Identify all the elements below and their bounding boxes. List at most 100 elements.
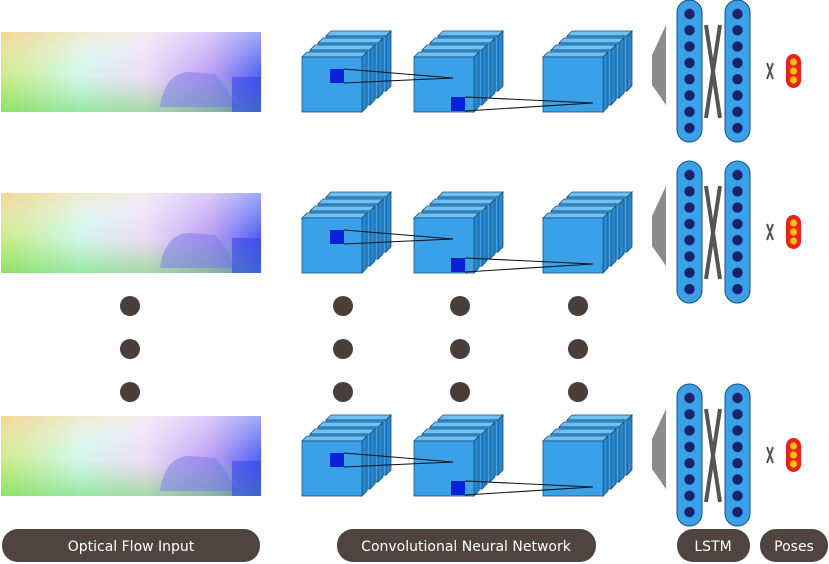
receptive-fields-row-3	[330, 452, 594, 496]
cube-top	[309, 44, 376, 51]
pose-node	[789, 219, 798, 227]
lstm-node	[684, 106, 695, 118]
projection-line	[464, 486, 594, 496]
cube-side	[602, 51, 609, 113]
lstm-node	[684, 122, 695, 134]
lstm-node	[732, 283, 743, 295]
pose-node	[789, 67, 798, 75]
lstm-node	[684, 8, 695, 20]
cube-side	[369, 428, 376, 490]
lstm-node	[684, 267, 695, 278]
flow-right-block	[232, 238, 261, 273]
lstm-node	[684, 41, 695, 52]
pose-node	[789, 451, 798, 459]
lstm-node	[732, 8, 743, 20]
lstm-node	[684, 251, 695, 262]
cube-top	[429, 198, 496, 205]
projection-line	[464, 263, 594, 273]
lstm-node	[684, 74, 695, 85]
cube-top	[550, 205, 617, 212]
cube-side	[497, 30, 504, 92]
cube-side	[385, 191, 392, 253]
flatten-funnel	[652, 409, 666, 489]
lstm-node	[732, 25, 743, 36]
cube-top	[317, 421, 384, 428]
lstm-node	[684, 490, 695, 501]
lstm-node	[684, 425, 695, 436]
cube-side	[618, 421, 625, 483]
cube-top	[421, 428, 488, 435]
ellipsis-dot	[120, 339, 140, 359]
label-poses: Poses	[760, 529, 828, 562]
projection-line	[343, 461, 454, 468]
cube-face	[301, 217, 363, 274]
cube-top	[317, 198, 384, 205]
cube-top	[309, 428, 376, 435]
ellipsis-dot	[450, 296, 470, 316]
cube-side	[618, 37, 625, 99]
pose-node	[789, 237, 798, 245]
ellipsis-dot	[120, 296, 140, 316]
projection-line	[464, 96, 594, 104]
lstm-node	[684, 202, 695, 213]
lstm-layer-1	[676, 0, 703, 143]
label-poses-text: Poses	[774, 539, 814, 555]
cube-side	[473, 51, 480, 113]
lstm-node	[684, 506, 695, 518]
cube-top	[437, 414, 504, 421]
cube-side	[385, 30, 392, 92]
cube-side	[489, 37, 496, 99]
cube-side	[481, 205, 488, 267]
patch-1	[330, 69, 344, 83]
label-cnn-text: Convolutional Neural Network	[361, 539, 572, 555]
cube-top	[542, 212, 609, 219]
pose-node	[789, 442, 798, 450]
label-cnn: Convolutional Neural Network	[337, 529, 596, 562]
cube-top	[566, 30, 633, 37]
cube-side	[473, 212, 480, 274]
pose-node	[789, 58, 798, 66]
optical-flow-image-2	[1, 193, 261, 273]
flow-right-block	[232, 461, 261, 496]
lstm-layer-1	[676, 160, 703, 304]
ellipsis-dot	[450, 339, 470, 359]
flatten-funnel	[652, 186, 666, 266]
cnn-stack-3-row-1	[542, 30, 633, 113]
cube-top	[437, 30, 504, 37]
projection-line	[343, 452, 454, 463]
projection-line	[343, 229, 454, 240]
cube-top	[542, 435, 609, 442]
cube-side	[489, 198, 496, 260]
lstm-node	[732, 202, 743, 213]
lstm-cell-2	[652, 160, 751, 304]
lstm-node	[732, 251, 743, 262]
cube-face	[301, 56, 363, 113]
lstm-layer-2	[724, 0, 751, 143]
cube-top	[421, 205, 488, 212]
pose-connection	[766, 62, 774, 80]
cube-side	[481, 44, 488, 106]
cube-top	[325, 191, 392, 198]
ellipsis-dot	[450, 382, 470, 402]
flow-bottom	[1, 416, 261, 496]
cube-top	[301, 435, 368, 442]
cube-side	[610, 205, 617, 267]
lstm-layer-1	[676, 383, 703, 527]
optical-flow-image-1	[1, 32, 261, 112]
cube-side	[481, 428, 488, 490]
cube-top	[413, 212, 480, 219]
cnn-stack-1-row-1	[301, 30, 392, 113]
optical-flow-image-3	[1, 416, 261, 496]
lstm-node	[684, 441, 695, 453]
cnn-stack-2-row-1	[413, 30, 504, 113]
cube-side	[497, 191, 504, 253]
cnn-stack-2-row-3	[413, 414, 504, 497]
cube-side	[602, 435, 609, 497]
lstm-node	[732, 41, 743, 52]
cube-top	[558, 198, 625, 205]
lstm-node	[684, 235, 695, 246]
lstm-node	[684, 90, 695, 101]
lstm-node	[732, 106, 743, 118]
lstm-column	[652, 0, 751, 527]
